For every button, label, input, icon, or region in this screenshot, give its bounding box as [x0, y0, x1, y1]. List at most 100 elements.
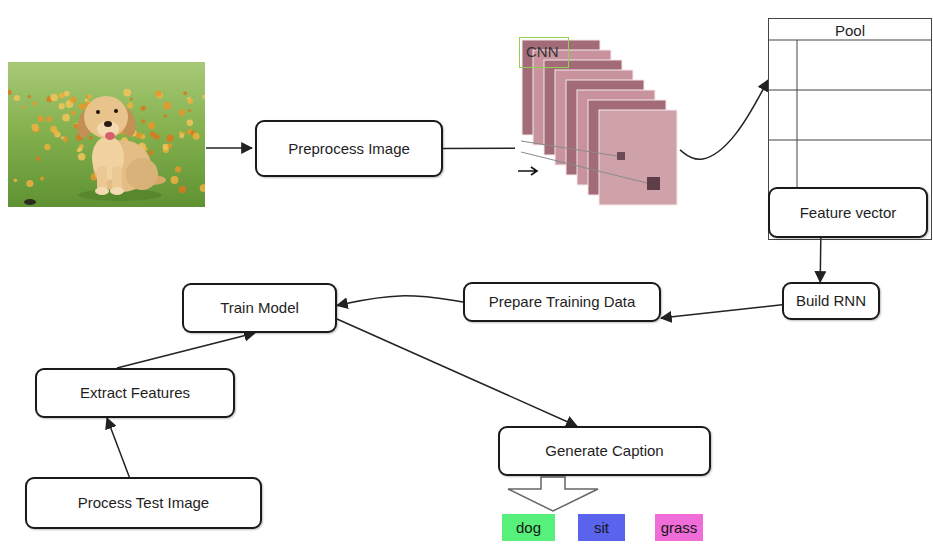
flower-dot	[163, 102, 171, 110]
flower-dot	[168, 144, 173, 149]
flower-dot	[166, 135, 174, 143]
flower-dot	[200, 184, 205, 192]
process-box: Extract Features	[35, 368, 235, 418]
flower-dot	[70, 96, 77, 103]
kernel-line	[521, 141, 617, 156]
table-rule	[768, 90, 932, 91]
process-box: Build RNN	[782, 282, 880, 320]
flower-dot	[36, 157, 40, 161]
table-rule	[797, 40, 798, 187]
flower-dot	[130, 97, 133, 100]
flower-dot	[193, 133, 200, 140]
process-box: Process Test Image	[25, 477, 262, 529]
flower-dot	[26, 180, 33, 187]
flower-dot	[78, 147, 83, 152]
photo-arrow	[206, 147, 252, 149]
caption-word-text: grass	[661, 519, 698, 537]
flower-dot	[187, 120, 193, 126]
flow-arrow	[661, 305, 782, 318]
process-box: Prepare Training Data	[463, 282, 661, 322]
node-label: Preprocess Image	[288, 140, 410, 158]
dog-leg	[97, 166, 107, 190]
flow-arrow	[337, 319, 577, 426]
flower-dot	[38, 116, 44, 122]
node-label: Process Test Image	[78, 494, 209, 512]
dog-tongue	[105, 132, 115, 140]
flower-dot	[183, 91, 187, 95]
feature-map	[599, 110, 677, 205]
node-label: Train Model	[220, 299, 299, 317]
flower-dot	[71, 111, 76, 116]
flower-dot	[78, 153, 85, 160]
flower-dot	[163, 144, 169, 150]
flower-dot	[179, 186, 187, 194]
dog-paw	[110, 187, 124, 195]
process-box: Generate Caption	[498, 426, 711, 476]
node-label: Pool	[769, 19, 931, 40]
cnn-block: CNN	[515, 36, 680, 206]
caption-word: sit	[578, 514, 625, 541]
flower-dot	[179, 131, 183, 135]
table-rule	[768, 40, 932, 41]
process-box: Train Model	[182, 283, 337, 333]
dog-eye	[96, 110, 100, 114]
flower-dot	[155, 91, 161, 97]
kernel-line	[521, 152, 647, 183]
kernel-square	[647, 177, 660, 190]
cnn-layer-stack	[522, 40, 677, 205]
flower-dot	[148, 122, 155, 129]
flow-arrow	[107, 418, 129, 477]
process-box: Feature vector	[768, 187, 928, 238]
caption-word-text: dog	[516, 519, 541, 537]
flower-dot	[14, 95, 20, 101]
flower-dot	[89, 136, 93, 140]
node-label: Feature vector	[800, 204, 897, 222]
flow-arrow	[337, 296, 463, 306]
node-label: CNN	[519, 37, 569, 68]
dog-head	[84, 96, 128, 138]
flower-dot	[31, 124, 39, 132]
flower-field	[8, 89, 205, 194]
flower-dot	[59, 93, 65, 99]
dog-photo	[8, 62, 205, 207]
flower-dot	[53, 130, 58, 135]
caption-word: dog	[502, 514, 555, 541]
flow-arrow	[680, 80, 768, 159]
flower-dot	[188, 109, 191, 112]
small-arrow	[518, 167, 537, 175]
flower-dot	[85, 98, 88, 101]
flower-dot	[61, 136, 64, 139]
dog-eye	[114, 109, 118, 113]
flower-dot	[87, 94, 92, 99]
photo-ground	[8, 62, 205, 207]
flower-dot	[62, 114, 70, 122]
flower-dot	[141, 106, 146, 111]
flower-dot	[8, 90, 12, 95]
flower-dot	[46, 116, 52, 122]
flower-dot	[123, 89, 131, 97]
flower-dot	[40, 176, 44, 180]
flower-dot	[77, 149, 80, 152]
caption-word-text: sit	[594, 519, 609, 537]
flower-dot	[21, 105, 24, 108]
caption-word: grass	[655, 514, 703, 541]
process-box: Preprocess Image	[255, 120, 443, 177]
dog-paw	[95, 187, 109, 195]
kernel-square	[617, 152, 625, 160]
flower-dot	[28, 95, 31, 98]
dog-haunch	[126, 158, 158, 190]
flow-arrow	[117, 333, 255, 368]
node-label: Extract Features	[80, 384, 190, 402]
flower-dot	[127, 102, 133, 108]
flow-arrow	[443, 147, 515, 149]
flower-dot	[202, 95, 205, 99]
flower-dot	[141, 119, 145, 123]
node-label: Generate Caption	[545, 442, 663, 460]
flower-dot	[164, 115, 168, 119]
node-label: Build RNN	[796, 292, 866, 310]
photo-speck	[24, 199, 36, 205]
flower-dot	[59, 103, 65, 109]
block-arrow	[508, 477, 598, 511]
